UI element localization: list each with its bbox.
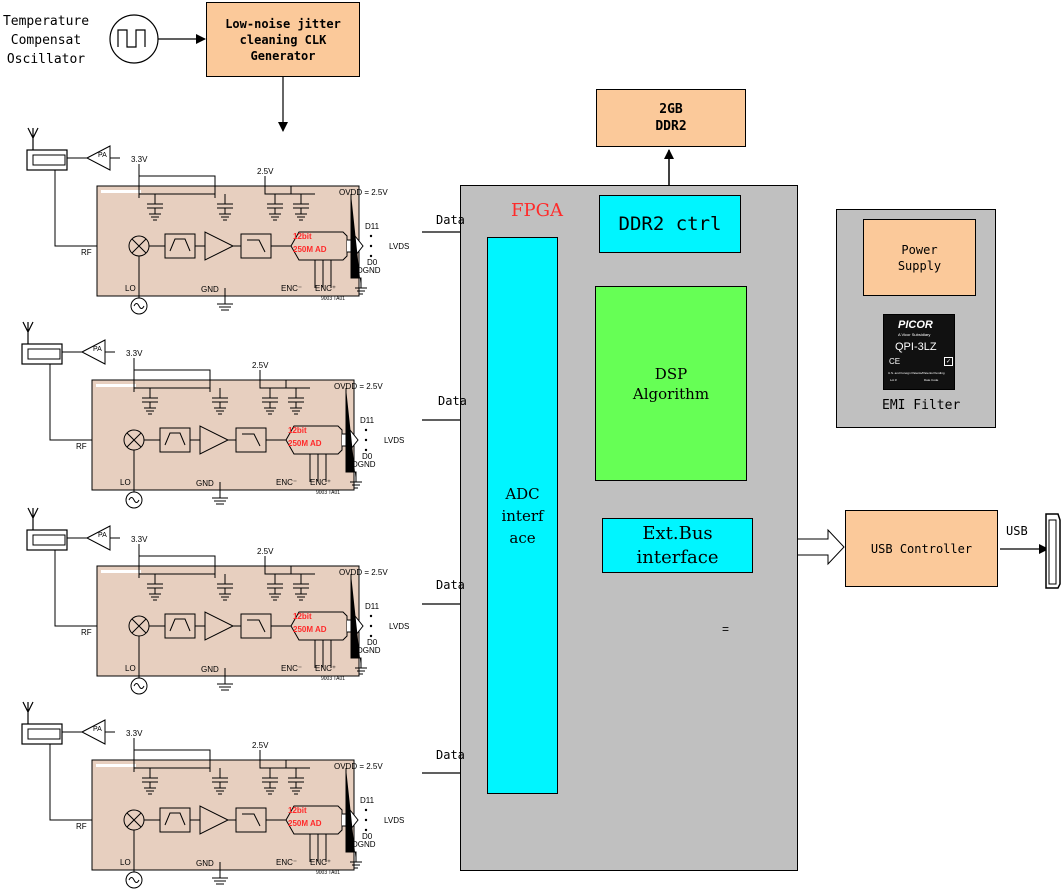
receiver-2-enc-minus-label: ENC⁻ (276, 478, 298, 487)
receiver-2-v33-label: 3.3V (126, 349, 143, 358)
receiver-1-adc-bits-label: 12bit (293, 232, 312, 241)
data-label-1: Data (436, 213, 465, 227)
receiver-3-v33-label: 3.3V (131, 535, 148, 544)
receiver-1-adc-rate-label: 250M AD (293, 245, 327, 254)
picor-module: PICOR A Vicor Subsidiary QPI-3LZ CE ✓ U.… (883, 314, 955, 390)
receiver-1-fig-id-label: 9003 TA01 (321, 296, 346, 302)
ext-bus-interface-block: Ext.Bus interface (602, 518, 753, 573)
receiver-2-fig-id-label: 9003 TA01 (316, 490, 341, 496)
receiver-3-adc-bits-label: 12bit (293, 612, 312, 621)
receiver-2-adc-rate-label: 250M AD (288, 439, 322, 448)
receiver-3-lvds-label: LVDS (389, 622, 410, 631)
receiver-4-dgnd-label: DGND (352, 840, 376, 849)
receiver-4-d0-label: D0 (362, 832, 373, 841)
module-fine-print-1: U.S. and Foreign Patents/Patents Pending (888, 371, 945, 375)
receiver-4-fig-id-label: 9003 TA01 (316, 870, 341, 876)
receiver-2-d11-label: D11 (360, 416, 375, 425)
module-fine-print-3: Date Code (924, 378, 939, 382)
receiver-1-d0-label: D0 (367, 258, 378, 267)
receiver-4-adc-rate-label: 250M AD (288, 819, 322, 828)
fpga-label: FPGA (511, 200, 563, 221)
stray-mark: = (722, 622, 730, 636)
receiver-1-gnd-label: GND (201, 285, 219, 294)
receiver-1-lo-label: LO (125, 284, 136, 293)
receiver-2-enc-plus-label: ENC⁺ (310, 478, 332, 487)
receiver-2-v25-label: 2.5V (252, 361, 269, 370)
power-supply-block: Power Supply (863, 219, 976, 296)
receiver-3-rf-label: RF (81, 628, 92, 637)
ddr-ctrl-block: DDR2 ctrl (599, 195, 741, 253)
emi-filter-label: EMI Filter (882, 398, 961, 413)
receiver-4-v33-label: 3.3V (126, 729, 143, 738)
dsp-algorithm-block: DSP Algorithm (595, 286, 747, 481)
receiver-4-enc-plus-label: ENC⁺ (310, 858, 332, 867)
receiver-4-enc-minus-label: ENC⁻ (276, 858, 298, 867)
receiver-3-fig-id-label: 9003 TA01 (321, 676, 346, 682)
receiver-2-pa-label: PA (93, 346, 102, 353)
picor-logo: PICOR (898, 319, 933, 331)
receiver-2-dgnd-label: DGND (352, 460, 376, 469)
receiver-1-enc-minus-label: ENC⁻ (281, 284, 303, 293)
receiver-2-adc-bits-label: 12bit (288, 426, 307, 435)
module-fine-print-2: Lot # (890, 378, 897, 382)
data-label-2: Data (438, 394, 467, 408)
receiver-4-gnd-label: GND (196, 859, 214, 868)
receiver-1-v25-label: 2.5V (257, 167, 274, 176)
receiver-1-v33-label: 3.3V (131, 155, 148, 164)
receiver-2-ovdd-label: OVDD = 2.5V (334, 382, 383, 391)
receiver-4-d11-label: D11 (360, 796, 375, 805)
data-label-3: Data (436, 578, 465, 592)
receiver-3-d0-label: D0 (367, 638, 378, 647)
clk-generator-block: Low-noise jitter cleaning CLK Generator (206, 2, 360, 77)
receiver-1-enc-plus-label: ENC⁺ (315, 284, 337, 293)
receiver-1-lvds-label: LVDS (389, 242, 410, 251)
receiver-2-lvds-label: LVDS (384, 436, 405, 445)
usb-label: USB (1006, 524, 1028, 538)
receiver-1-d11-label: D11 (365, 222, 380, 231)
receiver-4-v25-label: 2.5V (252, 741, 269, 750)
receiver-1-pa-label: PA (98, 152, 107, 159)
receiver-4-adc-bits-label: 12bit (288, 806, 307, 815)
receiver-3-enc-minus-label: ENC⁻ (281, 664, 303, 673)
receiver-2-d0-label: D0 (362, 452, 373, 461)
receiver-1-rf-label: RF (81, 248, 92, 257)
usb-controller-block: USB Controller (845, 510, 998, 587)
receiver-2-rf-label: RF (76, 442, 87, 451)
receiver-4-ovdd-label: OVDD = 2.5V (334, 762, 383, 771)
check-icon: ✓ (944, 357, 953, 366)
receiver-4-rf-label: RF (76, 822, 87, 831)
receiver-4-lvds-label: LVDS (384, 816, 405, 825)
receiver-2-lo-label: LO (120, 478, 131, 487)
ddr-memory-block: 2GB DDR2 (596, 89, 746, 147)
receiver-3-pa-label: PA (98, 532, 107, 539)
receiver-3-v25-label: 2.5V (257, 547, 274, 556)
receiver-4-lo-label: LO (120, 858, 131, 867)
data-label-4: Data (436, 748, 465, 762)
picor-sub: A Vicor Subsidiary (898, 332, 931, 337)
receiver-3-ovdd-label: OVDD = 2.5V (339, 568, 388, 577)
receiver-1-dgnd-label: DGND (357, 266, 381, 275)
receiver-2-gnd-label: GND (196, 479, 214, 488)
receiver-3-lo-label: LO (125, 664, 136, 673)
receiver-1-ovdd-label: OVDD = 2.5V (339, 188, 388, 197)
receiver-3-enc-plus-label: ENC⁺ (315, 664, 337, 673)
receiver-3-dgnd-label: DGND (357, 646, 381, 655)
receiver-3-d11-label: D11 (365, 602, 380, 611)
receiver-3-adc-rate-label: 250M AD (293, 625, 327, 634)
oscillator-label: Temperature Compensat Oscillator (2, 14, 90, 67)
ce-mark: CE (889, 357, 901, 366)
receiver-4-pa-label: PA (93, 726, 102, 733)
adc-interface-block: ADC interf ace (487, 237, 558, 794)
receiver-3-gnd-label: GND (201, 665, 219, 674)
module-part: QPI-3LZ (895, 341, 937, 353)
